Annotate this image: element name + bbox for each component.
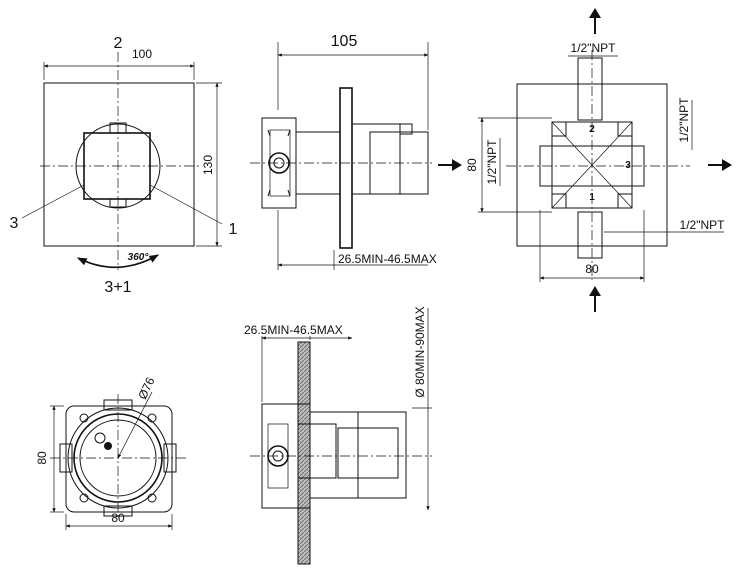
port-label-top: 2 [114, 35, 123, 52]
npt-label-top: 1/2"NPT [571, 41, 617, 55]
install-range-dimension: 26.5MIN-46.5MAX [244, 323, 343, 337]
plan-view: 2 3 1 1/2"NPT 1/2"NPT 1/2"NPT 1/2"NPT 80… [438, 8, 732, 312]
rotation-arrow [77, 254, 159, 269]
port-label-left: 3 [10, 215, 19, 232]
flow-arrow-left [438, 159, 462, 171]
side-trim [351, 123, 401, 195]
flow-arrow-right [708, 159, 732, 171]
body-height-dimension: 80 [35, 451, 49, 465]
plan-port-2: 2 [589, 124, 595, 135]
front-height-dimension: 130 [201, 155, 215, 175]
rotation-label: 360° [128, 252, 150, 263]
body-outline [65, 405, 173, 513]
flow-arrow-top [589, 8, 601, 34]
plan-port-1: 1 [589, 192, 595, 203]
install-view: 26.5MIN-46.5MAX Ø 80MIN-90MAX [244, 306, 432, 565]
flow-arrow-bottom [589, 286, 601, 312]
body-view: Ø76 80 80 [35, 375, 186, 530]
port-label-right: 1 [229, 221, 238, 238]
mix-label: 3+1 [104, 279, 131, 296]
front-width-dimension: 100 [132, 47, 152, 61]
wall-section [297, 341, 311, 565]
plan-height-dimension: 80 [465, 158, 479, 172]
side-handle [369, 131, 429, 195]
front-plate-outline [43, 82, 195, 247]
body-width-dimension: 80 [111, 511, 125, 525]
npt-label-right: 1/2"NPT [677, 97, 691, 143]
trim-circle [75, 123, 161, 209]
side-depth-dimension: 105 [331, 33, 358, 50]
side-range-dimension: 26.5MIN-46.5MAX [338, 252, 437, 266]
install-body-mid [309, 411, 359, 499]
install-cutout-dimension: Ø 80MIN-90MAX [413, 306, 427, 397]
plan-port-3: 3 [625, 160, 631, 171]
plan-outline [516, 83, 668, 247]
plan-width-dimension: 80 [585, 262, 599, 276]
side-plate [339, 87, 353, 249]
front-view: 100 130 2 3 1 360° 3+1 [10, 35, 238, 296]
npt-label-bottom: 1/2"NPT [680, 218, 726, 232]
install-body-front [357, 411, 407, 499]
side-view: 105 26.5MIN-46.5MAX [250, 33, 437, 270]
body-diameter-dimension: Ø76 [135, 375, 157, 402]
npt-label-left: 1/2"NPT [485, 139, 499, 185]
